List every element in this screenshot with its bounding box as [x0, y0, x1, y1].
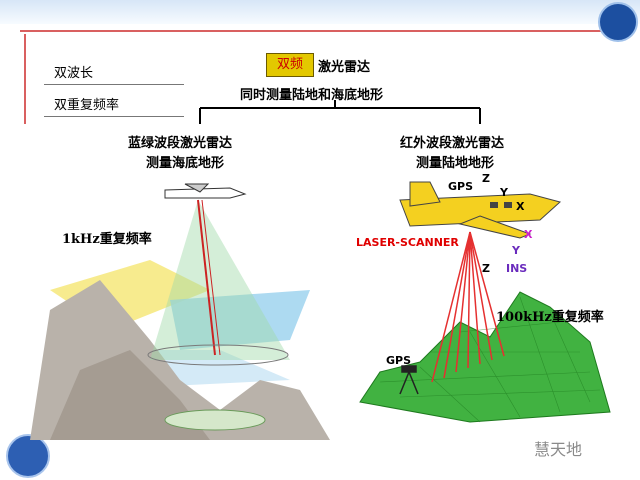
axis-x-ins: X	[524, 228, 532, 241]
gps-ground-label: GPS	[386, 354, 411, 367]
ins-label: INS	[506, 262, 527, 275]
axis-z-ins: Z	[482, 262, 490, 275]
axis-z-top: Z	[482, 172, 490, 185]
right-title-line2: 测量陆地地形	[416, 152, 494, 171]
left-rate-label: 1kHz重复频率	[62, 228, 152, 247]
survey-plane-icon-2	[400, 182, 560, 238]
topography-illustration	[340, 172, 640, 432]
laser-scanner-label: LASER-SCANNER	[356, 236, 459, 249]
axis-x-top: X	[516, 200, 524, 213]
left-title-line1: 蓝绿波段激光雷达	[128, 132, 232, 151]
right-rate-label: 100kHz重复频率	[496, 306, 604, 325]
watermark: 慧天地	[534, 436, 582, 460]
axis-y-ins: Y	[512, 244, 520, 257]
survey-plane-icon	[165, 184, 245, 198]
gps-top-label: GPS	[448, 180, 473, 193]
left-title-line2: 测量海底地形	[146, 152, 224, 171]
right-title-line1: 红外波段激光雷达	[400, 132, 504, 151]
bathymetry-illustration	[30, 180, 330, 440]
axis-y-top: Y	[500, 186, 508, 199]
